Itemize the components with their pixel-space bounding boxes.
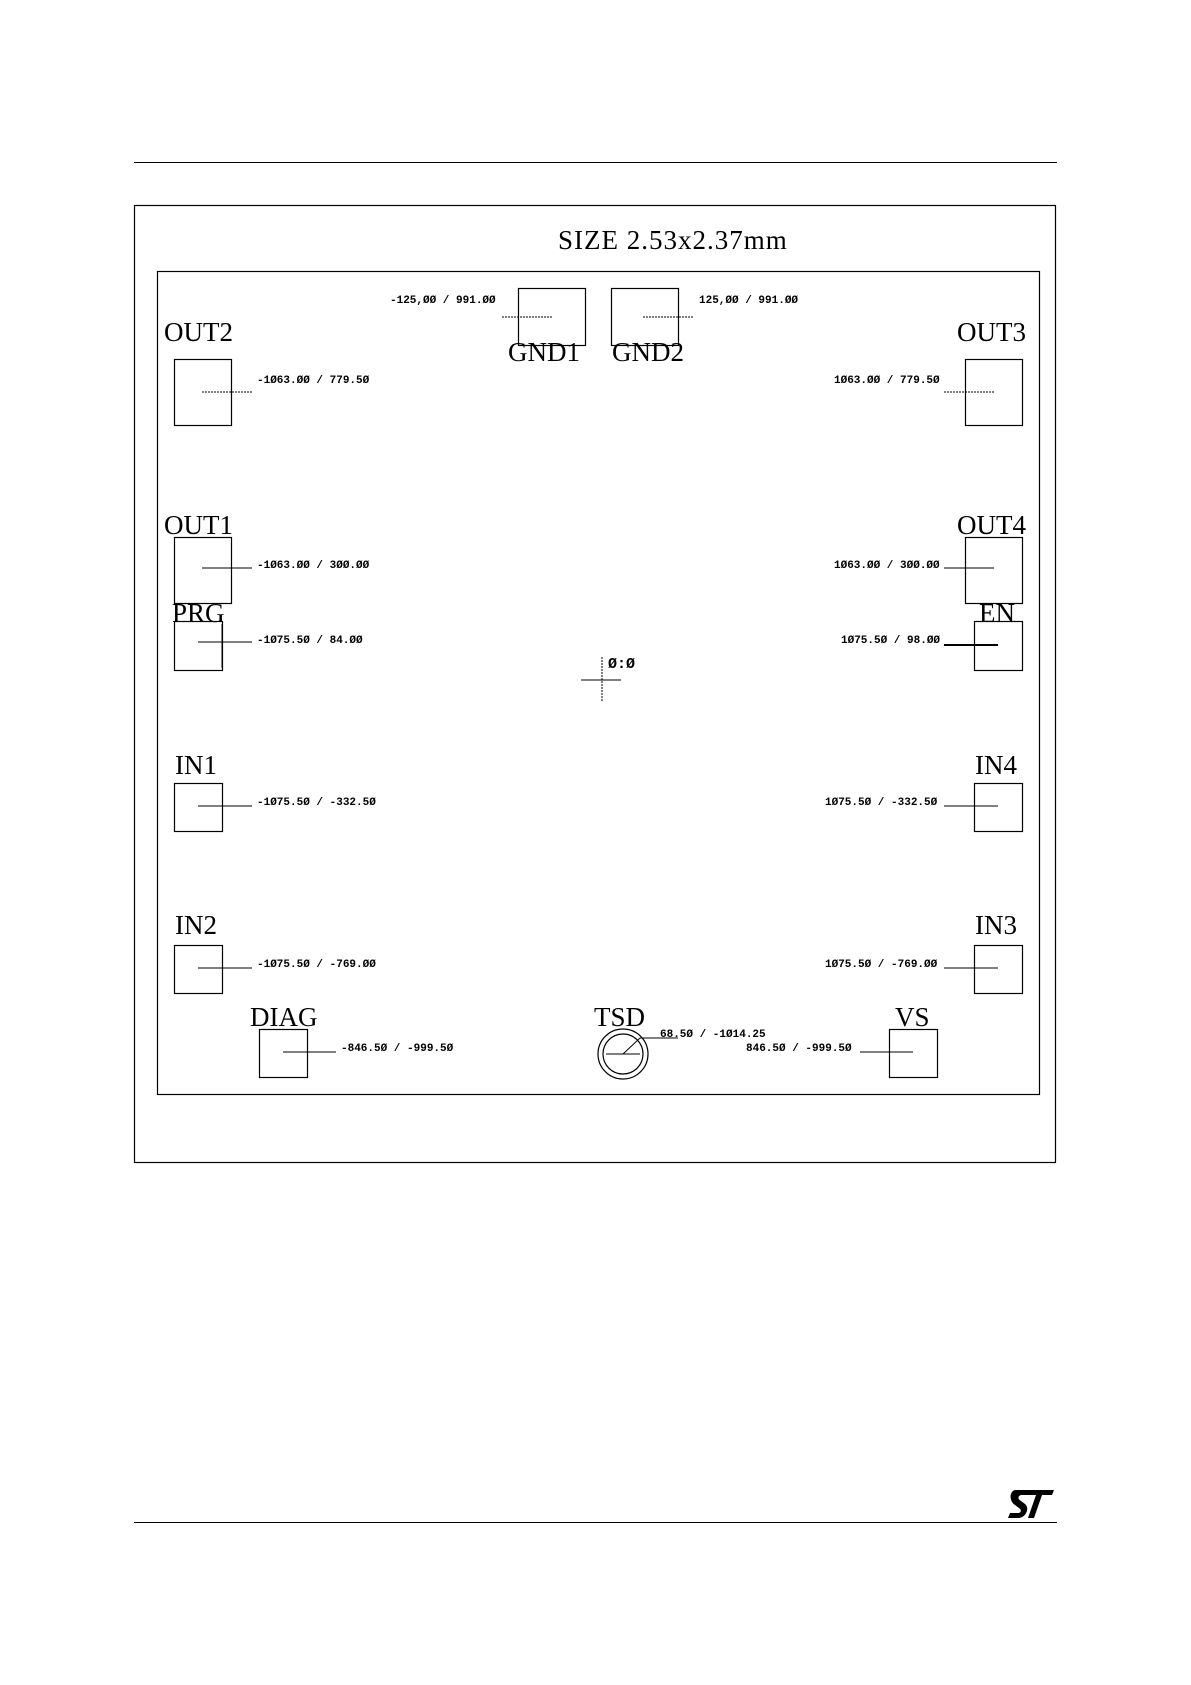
pad-gnd1: GND1 -125,ØØ / 991.ØØ <box>390 287 587 367</box>
pad-gnd1-name: GND1 <box>508 337 580 367</box>
pad-in2-square <box>173 944 224 995</box>
pad-in2-name: IN2 <box>175 910 217 940</box>
footer-rule <box>134 1522 1057 1523</box>
pad-in3-name: IN3 <box>975 910 1017 940</box>
pad-diag-coord: -846.5Ø / -999.5Ø <box>341 1043 454 1055</box>
pad-in3-coord: 1Ø75.5Ø / -769.ØØ <box>825 959 938 971</box>
pad-prg-name: PRG <box>172 598 225 628</box>
pad-tsd: TSD 68.5Ø / -1Ø14.25 <box>594 1002 766 1080</box>
pad-out2-coord: -1Ø63.ØØ / 779.5Ø <box>257 375 370 387</box>
pad-in2-coord: -1Ø75.5Ø / -769.ØØ <box>257 959 376 971</box>
st-logo-icon <box>1008 1490 1054 1518</box>
pad-in4: IN4 1Ø75.5Ø / -332.5Ø <box>825 750 1024 833</box>
pad-out1-name: OUT1 <box>164 510 233 540</box>
pad-prg: PRG -1Ø75.5Ø / 84.ØØ <box>172 598 363 672</box>
pad-in2: IN2 -1Ø75.5Ø / -769.ØØ <box>173 910 376 995</box>
pad-out2: OUT2 -1Ø63.ØØ / 779.5Ø <box>164 317 370 427</box>
pad-in3-square <box>973 944 1024 995</box>
pad-diag-name: DIAG <box>250 1002 318 1032</box>
pad-prg-square <box>173 620 224 672</box>
pad-en-coord: 1Ø75.5Ø / 98.ØØ <box>841 635 940 647</box>
pad-out2-square <box>173 358 233 427</box>
pad-out1-coord: -1Ø63.ØØ / 3ØØ.ØØ <box>257 560 370 572</box>
pad-gnd1-coord: -125,ØØ / 991.ØØ <box>390 295 496 307</box>
pad-en-name: EN <box>979 598 1015 628</box>
pad-diag-square <box>258 1028 309 1079</box>
pad-tsd-outer-ring <box>597 1028 649 1080</box>
pad-diag: DIAG -846.5Ø / -999.5Ø <box>250 1002 454 1079</box>
pad-out4: OUT4 1Ø63.ØØ / 3ØØ.ØØ <box>834 510 1026 605</box>
pad-vs-coord: 846.5Ø / -999.5Ø <box>746 1043 852 1055</box>
pad-in1-coord: -1Ø75.5Ø / -332.5Ø <box>257 797 376 809</box>
pad-out1-square <box>173 536 233 605</box>
header-rule <box>134 162 1057 163</box>
pad-in3: IN3 1Ø75.5Ø / -769.ØØ <box>825 910 1024 995</box>
pad-gnd2-coord: 125,ØØ / 991.ØØ <box>699 295 798 307</box>
pad-out3-coord: 1Ø63.ØØ / 779.5Ø <box>834 375 940 387</box>
pad-vs-square <box>888 1028 939 1079</box>
pad-tsd-inner-ring <box>602 1033 644 1075</box>
origin-crosshair <box>581 657 621 702</box>
pad-in4-square <box>973 782 1024 833</box>
pad-out4-coord: 1Ø63.ØØ / 3ØØ.ØØ <box>834 560 940 572</box>
outer-frame <box>133 204 1057 1164</box>
pad-out2-name: OUT2 <box>164 317 233 347</box>
pad-in1-square <box>173 782 224 833</box>
pad-tsd-name: TSD <box>594 1002 645 1032</box>
die-size-title: SIZE 2.53x2.37mm <box>558 225 788 255</box>
origin-label: Ø:Ø <box>608 656 635 673</box>
pad-vs: VS 846.5Ø / -999.5Ø <box>746 1002 939 1079</box>
pad-in4-coord: 1Ø75.5Ø / -332.5Ø <box>825 797 938 809</box>
pad-out4-name: OUT4 <box>957 510 1026 540</box>
pad-in1-name: IN1 <box>175 750 217 780</box>
pad-out1: OUT1 -1Ø63.ØØ / 3ØØ.ØØ <box>164 510 370 605</box>
pad-in4-name: IN4 <box>975 750 1017 780</box>
pad-vs-name: VS <box>895 1002 930 1032</box>
pad-gnd2-name: GND2 <box>612 337 684 367</box>
pad-gnd2: GND2 125,ØØ / 991.ØØ <box>610 287 798 367</box>
pad-gnd2-square <box>610 287 680 347</box>
die-outline <box>156 270 1041 1096</box>
pad-tsd-coord: 68.5Ø / -1Ø14.25 <box>660 1029 766 1041</box>
pad-en: EN 1Ø75.5Ø / 98.ØØ <box>841 598 1024 672</box>
pad-out4-square <box>964 536 1024 605</box>
pad-prg-coord: -1Ø75.5Ø / 84.ØØ <box>257 635 363 647</box>
pad-in1: IN1 -1Ø75.5Ø / -332.5Ø <box>173 750 376 833</box>
pad-out3: OUT3 1Ø63.ØØ / 779.5Ø <box>834 317 1026 427</box>
pad-out3-name: OUT3 <box>957 317 1026 347</box>
